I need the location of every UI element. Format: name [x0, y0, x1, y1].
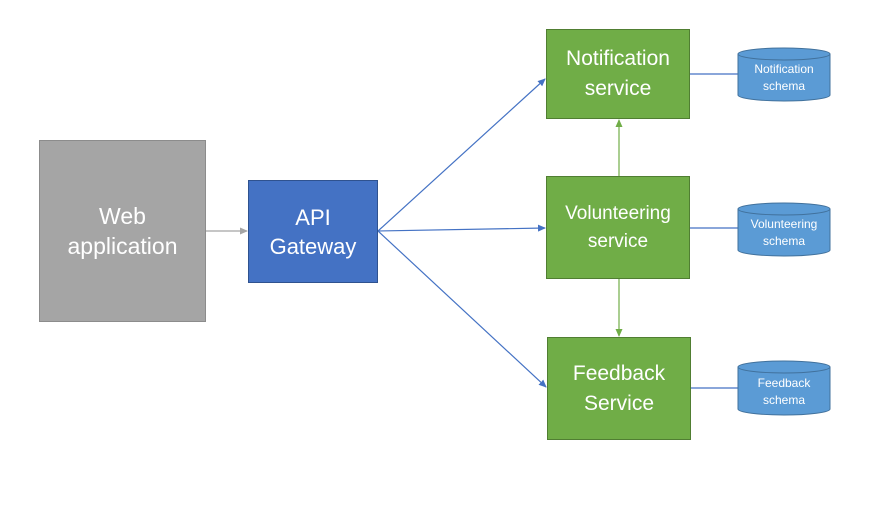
- volunteering-schema-database: [737, 202, 831, 257]
- notification-service-node: Notification service: [546, 29, 690, 119]
- api-gateway-node: API Gateway: [248, 180, 378, 283]
- notification-schema-label-line2: schema: [762, 79, 806, 93]
- volunteering-schema-label-line1: Volunteering: [750, 217, 818, 231]
- volunteering-schema-label: Volunteering schema: [738, 215, 830, 251]
- volunteering-schema-label-line2: schema: [762, 234, 806, 248]
- feedback-schema-label-line2: schema: [762, 393, 806, 407]
- api-gateway-label-line2: Gateway: [269, 233, 357, 259]
- feedback-service-label-line2: Service: [583, 391, 655, 415]
- web-application-label-line2: application: [67, 233, 178, 259]
- volunteering-service-node: Volunteering service: [546, 176, 690, 279]
- feedback-schema-label: Feedback schema: [738, 374, 830, 410]
- notification-service-label-line1: Notification: [566, 47, 670, 70]
- notification-service-label-line2: service: [584, 77, 652, 100]
- volunteering-service-label-line1: Volunteering: [565, 202, 671, 224]
- notification-schema-label-line1: Notification: [754, 62, 814, 76]
- edge-api-to-notification: [377, 78, 546, 232]
- web-application-label-line1: Web: [99, 203, 146, 229]
- web-application-node: Web application: [39, 140, 206, 322]
- volunteering-service-label-line2: service: [587, 230, 649, 252]
- notification-schema-label: Notification schema: [738, 60, 830, 96]
- feedback-schema-label-line1: Feedback: [757, 376, 811, 390]
- feedback-service-label-line1: Feedback: [572, 361, 666, 385]
- edge-api-to-feedback: [377, 230, 547, 388]
- api-gateway-label-line1: API: [295, 204, 331, 230]
- notification-schema-database: [737, 47, 831, 102]
- feedback-schema-database: [737, 360, 831, 416]
- edge-api-to-volunteering: [377, 224, 546, 232]
- feedback-service-node: Feedback Service: [547, 337, 691, 440]
